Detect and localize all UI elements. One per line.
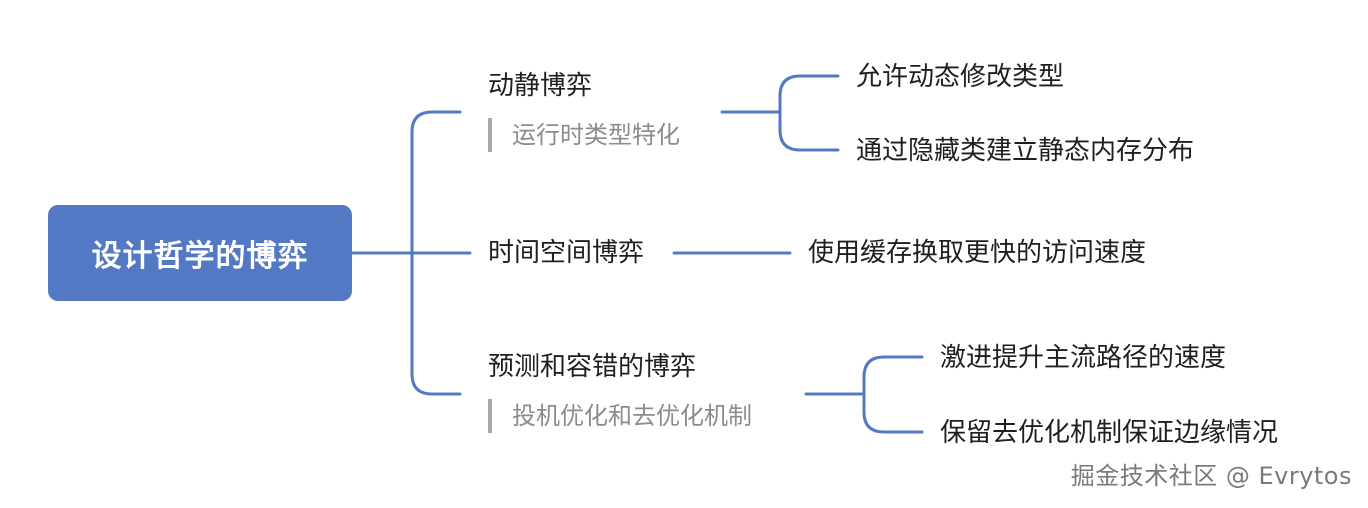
branch-note-prediction-fault-tolerance: 投机优化和去优化机制: [488, 399, 752, 433]
watermark-text: 掘金技术社区 @ Evrytos: [1070, 462, 1352, 490]
branch-node-prediction-fault-tolerance: 预测和容错的博弈: [488, 350, 696, 384]
root-node: 设计哲学的博弈: [48, 205, 352, 301]
leaf-label: 使用缓存换取更快的访问速度: [808, 238, 1147, 268]
leaf-node-allow-dynamic-types: 允许动态修改类型: [856, 60, 1064, 94]
leaf-label: 激进提升主流路径的速度: [940, 343, 1227, 373]
connector-branch-1-fork: [778, 74, 840, 152]
branch-label: 时间空间博弈: [488, 238, 645, 268]
leaf-node-deopt-edge-cases: 保留去优化机制保证边缘情况: [940, 416, 1278, 450]
watermark: 掘金技术社区 @ Evrytos: [1071, 460, 1352, 492]
branch-label: 预测和容错的博弈: [488, 352, 697, 382]
branch-note-dynamic-static: 运行时类型特化: [488, 118, 680, 152]
leaf-label: 保留去优化机制保证边缘情况: [940, 418, 1279, 448]
leaf-node-cache-speed: 使用缓存换取更快的访问速度: [808, 236, 1146, 270]
connector-branch-3-fork: [862, 355, 924, 434]
leaf-label: 通过隐藏类建立静态内存分布: [856, 136, 1195, 166]
branch-note-text: 运行时类型特化: [512, 121, 680, 149]
branch-node-dynamic-static: 动静博弈: [488, 69, 592, 103]
leaf-node-aggressive-fast-path: 激进提升主流路径的速度: [940, 341, 1226, 375]
leaf-label: 允许动态修改类型: [856, 62, 1065, 92]
branch-note-text: 投机优化和去优化机制: [512, 402, 752, 430]
leaf-node-hidden-classes: 通过隐藏类建立静态内存分布: [856, 134, 1194, 168]
branch-node-time-space: 时间空间博弈: [488, 236, 644, 270]
root-label: 设计哲学的博弈: [91, 239, 309, 274]
branch-label: 动静博弈: [488, 71, 593, 101]
